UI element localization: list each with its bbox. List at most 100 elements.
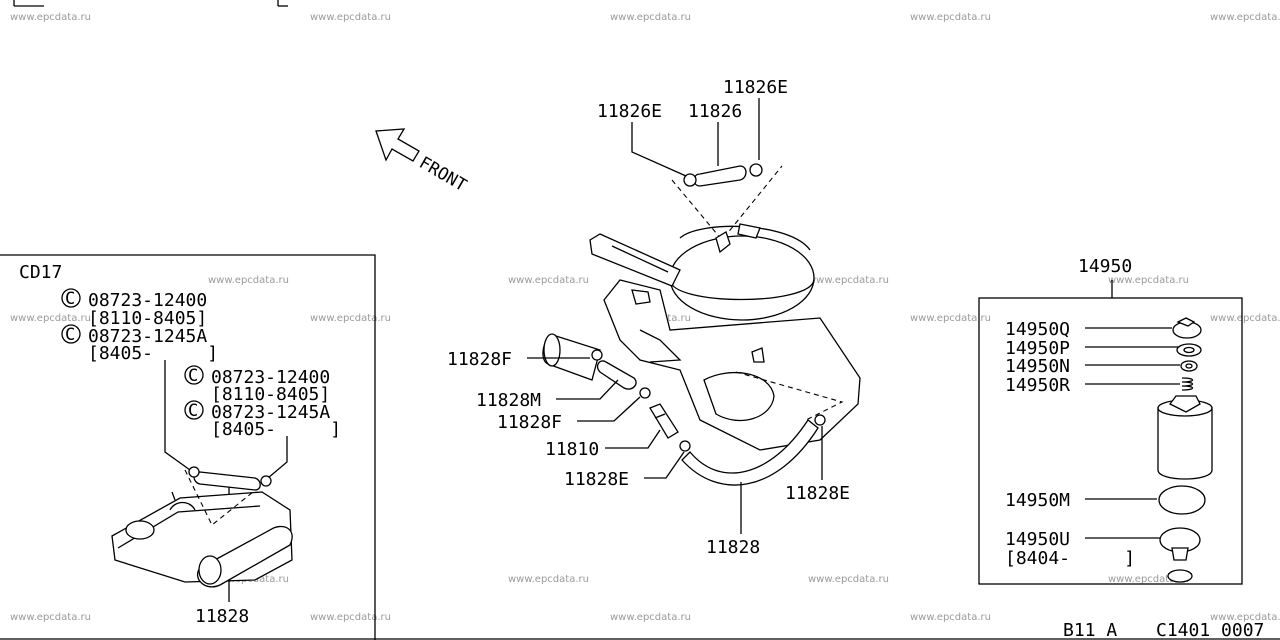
hose-11828 [681, 419, 819, 486]
air-cleaner-lid [669, 235, 815, 321]
watermark: www.epcdata.ru [910, 612, 991, 623]
filter-box-14950: 14950 14950Q 14950P 14950N 14950R 14950M… [978, 256, 1243, 585]
watermark: www.epcdata.ru [610, 12, 691, 23]
washer-14950n-hole [1185, 363, 1193, 369]
oil-cap [125, 520, 155, 540]
watermark: www.epcdata.ru [1210, 313, 1280, 324]
filter-box-border [978, 297, 1243, 585]
valve-fitting [715, 231, 731, 254]
hose-11828m [596, 360, 637, 390]
label-11826e-right: 11826E [723, 77, 788, 98]
inset-hose [193, 471, 261, 491]
leader-line [267, 436, 288, 479]
footer-diagram-code: C1401 0007 [1156, 620, 1264, 640]
watermark: www.epcdata.ru [808, 275, 889, 286]
washer-14950n [1180, 360, 1198, 372]
dashed-guide [735, 371, 844, 421]
label-11828f-upper: 11828F [447, 349, 512, 370]
watermark: www.epcdata.ru [10, 313, 91, 324]
spring-14950r [1181, 377, 1194, 391]
watermark: www.epcdata.ru [808, 574, 889, 585]
inset-title: CD17 [19, 262, 62, 283]
c-symbol-letter: C [65, 289, 75, 309]
clip-11826e-right [749, 163, 763, 177]
c-symbol-icon [184, 365, 204, 385]
label-11828m: 11828M [476, 390, 541, 411]
filter-box-title: 14950 [1078, 256, 1132, 277]
leader-line [556, 379, 619, 400]
ring-14950p [1176, 343, 1202, 357]
watermark: www.epcdata.ru [310, 313, 391, 324]
inset-cd17: CD17 C 08723-12400 [8110-8405] C 08723-1… [0, 254, 376, 640]
air-cleaner-edge [669, 279, 815, 301]
valve-detail [654, 413, 666, 419]
front-arrow: FRONT [375, 128, 470, 196]
label-11810: 11810 [545, 439, 599, 460]
canister-body [1157, 407, 1213, 480]
cap-14950u-base [1167, 569, 1193, 583]
c-symbol-icon [61, 324, 81, 344]
inset-code-part: 08723-1245A [88, 326, 207, 347]
body-fitting [751, 347, 765, 363]
label-11828e-left: 11828E [564, 469, 629, 490]
ring-14950p-hole [1183, 346, 1195, 354]
cap-14950u-stem [1171, 547, 1189, 561]
snorkel-detail [611, 245, 669, 273]
label-11828e-right: 11828E [785, 483, 850, 504]
watermark: www.epcdata.ru [910, 313, 991, 324]
hose-11826 [693, 165, 747, 187]
engine-detail [171, 491, 176, 501]
watermark: www.epcdata.ru [1108, 275, 1189, 286]
watermark: www.epcdata.ru [1108, 574, 1189, 585]
watermark: www.epcdata.ru [508, 574, 589, 585]
manifold-port [198, 555, 222, 585]
filter-part-14950n: 14950N [1005, 356, 1070, 377]
label-11828-main: 11828 [706, 537, 760, 558]
inset-code-range: [8110-8405] [211, 384, 330, 405]
front-arrow-icon [375, 128, 420, 162]
c-symbol-icon [61, 288, 81, 308]
c-symbol-letter: C [188, 401, 198, 421]
canister-cap [1169, 395, 1201, 413]
watermark: www.epcdata.ru [310, 12, 391, 23]
inset-engine-illustration [111, 466, 293, 588]
leader-line [644, 451, 685, 479]
inset-border [0, 254, 376, 640]
filter-part-14950q: 14950Q [1005, 319, 1070, 340]
c-symbol-icon [184, 400, 204, 420]
watermark-layer: www.epcdata.ru www.epcdata.ru www.epcdat… [10, 12, 1280, 623]
label-11828f-lower: 11828F [497, 412, 562, 433]
edge-fragments [13, 0, 288, 7]
clip-11828f-upper [591, 349, 603, 361]
watermark: www.epcdata.ru [310, 612, 391, 623]
filter-part-14950u: 14950U [1005, 529, 1070, 550]
label-11826: 11826 [688, 101, 742, 122]
watermark: www.epcdata.ru [208, 275, 289, 286]
watermark: www.epcdata.ru [508, 275, 589, 286]
filter-part-14950p: 14950P [1005, 338, 1070, 359]
leader-line [164, 360, 191, 471]
watermark: www.epcdata.ru [1210, 612, 1280, 623]
inset-code-range: [8405- ] [211, 419, 341, 440]
filter-14950m [1158, 485, 1206, 515]
inset-hose-label: 11828 [195, 606, 249, 627]
intake-snorkel [589, 233, 681, 287]
body-detail [703, 372, 775, 422]
watermark: www.epcdata.ru [10, 612, 91, 623]
c-symbol-letter: C [65, 325, 75, 345]
clip-11828e-left [679, 440, 691, 452]
watermark: www.epcdata.ru [910, 12, 991, 23]
footer: B11 A C1401 0007 [0, 620, 1280, 640]
body-detail [639, 329, 682, 363]
cap-14950q-top [1176, 317, 1196, 327]
footer-model: B11 A [1063, 620, 1117, 640]
leader-line [605, 429, 661, 449]
intake-tube-end [543, 333, 561, 367]
inset-code-range: [8110-8405] [88, 308, 207, 329]
inset-code-part: 08723-12400 [88, 290, 207, 311]
clip-11828e-right [814, 414, 826, 426]
leader-line [577, 396, 641, 422]
filter-part-14950m: 14950M [1005, 490, 1070, 511]
leader-line [631, 122, 687, 177]
body-detail [631, 289, 651, 305]
